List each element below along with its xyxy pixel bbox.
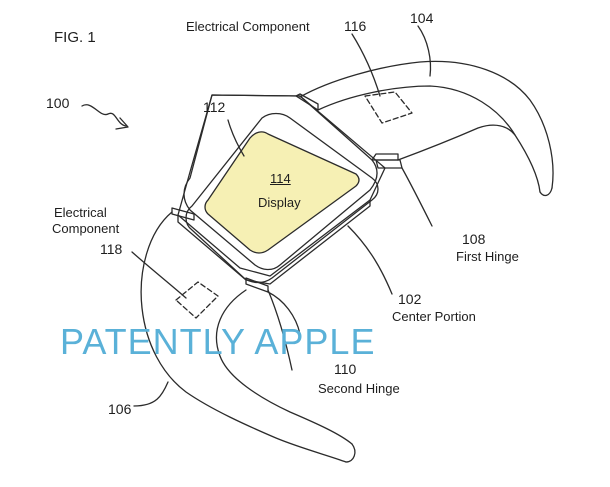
upper-band-tip <box>540 188 552 195</box>
label-second-hinge: Second Hinge <box>318 382 400 395</box>
label-electrical-118-line1: Electrical <box>54 206 107 219</box>
label-center-portion: Center Portion <box>392 310 476 323</box>
electrical-component-118-outline <box>176 282 218 318</box>
electrical-component-116-outline <box>365 92 412 123</box>
leader-118 <box>132 252 186 298</box>
ref-114: 114 <box>270 172 291 185</box>
leader-104 <box>418 26 431 76</box>
display-label: Display <box>258 196 301 209</box>
leader-106 <box>134 382 168 406</box>
ref-112: 112 <box>203 100 225 114</box>
leader-102 <box>348 226 392 294</box>
leader-116 <box>352 34 380 96</box>
ref-102: 102 <box>398 292 421 306</box>
ref-116: 116 <box>344 19 366 33</box>
arrow-100 <box>82 105 126 126</box>
ref-104: 104 <box>410 11 433 25</box>
lower-band-tip <box>346 444 355 462</box>
ref-100: 100 <box>46 96 69 110</box>
ref-108: 108 <box>462 232 485 246</box>
display-114-area <box>205 132 359 253</box>
watermark-text: PATENTLY APPLE <box>60 324 375 360</box>
ref-118: 118 <box>100 242 122 256</box>
leader-108 <box>402 168 432 226</box>
label-first-hinge: First Hinge <box>456 250 519 263</box>
upper-band-lower-edge <box>398 125 515 160</box>
figure-label: FIG. 1 <box>54 30 96 45</box>
label-electrical-118-line2: Component <box>52 222 119 235</box>
ref-110: 110 <box>334 362 356 376</box>
ref-106: 106 <box>108 402 131 416</box>
label-electrical-component-116: Electrical Component <box>186 20 310 33</box>
